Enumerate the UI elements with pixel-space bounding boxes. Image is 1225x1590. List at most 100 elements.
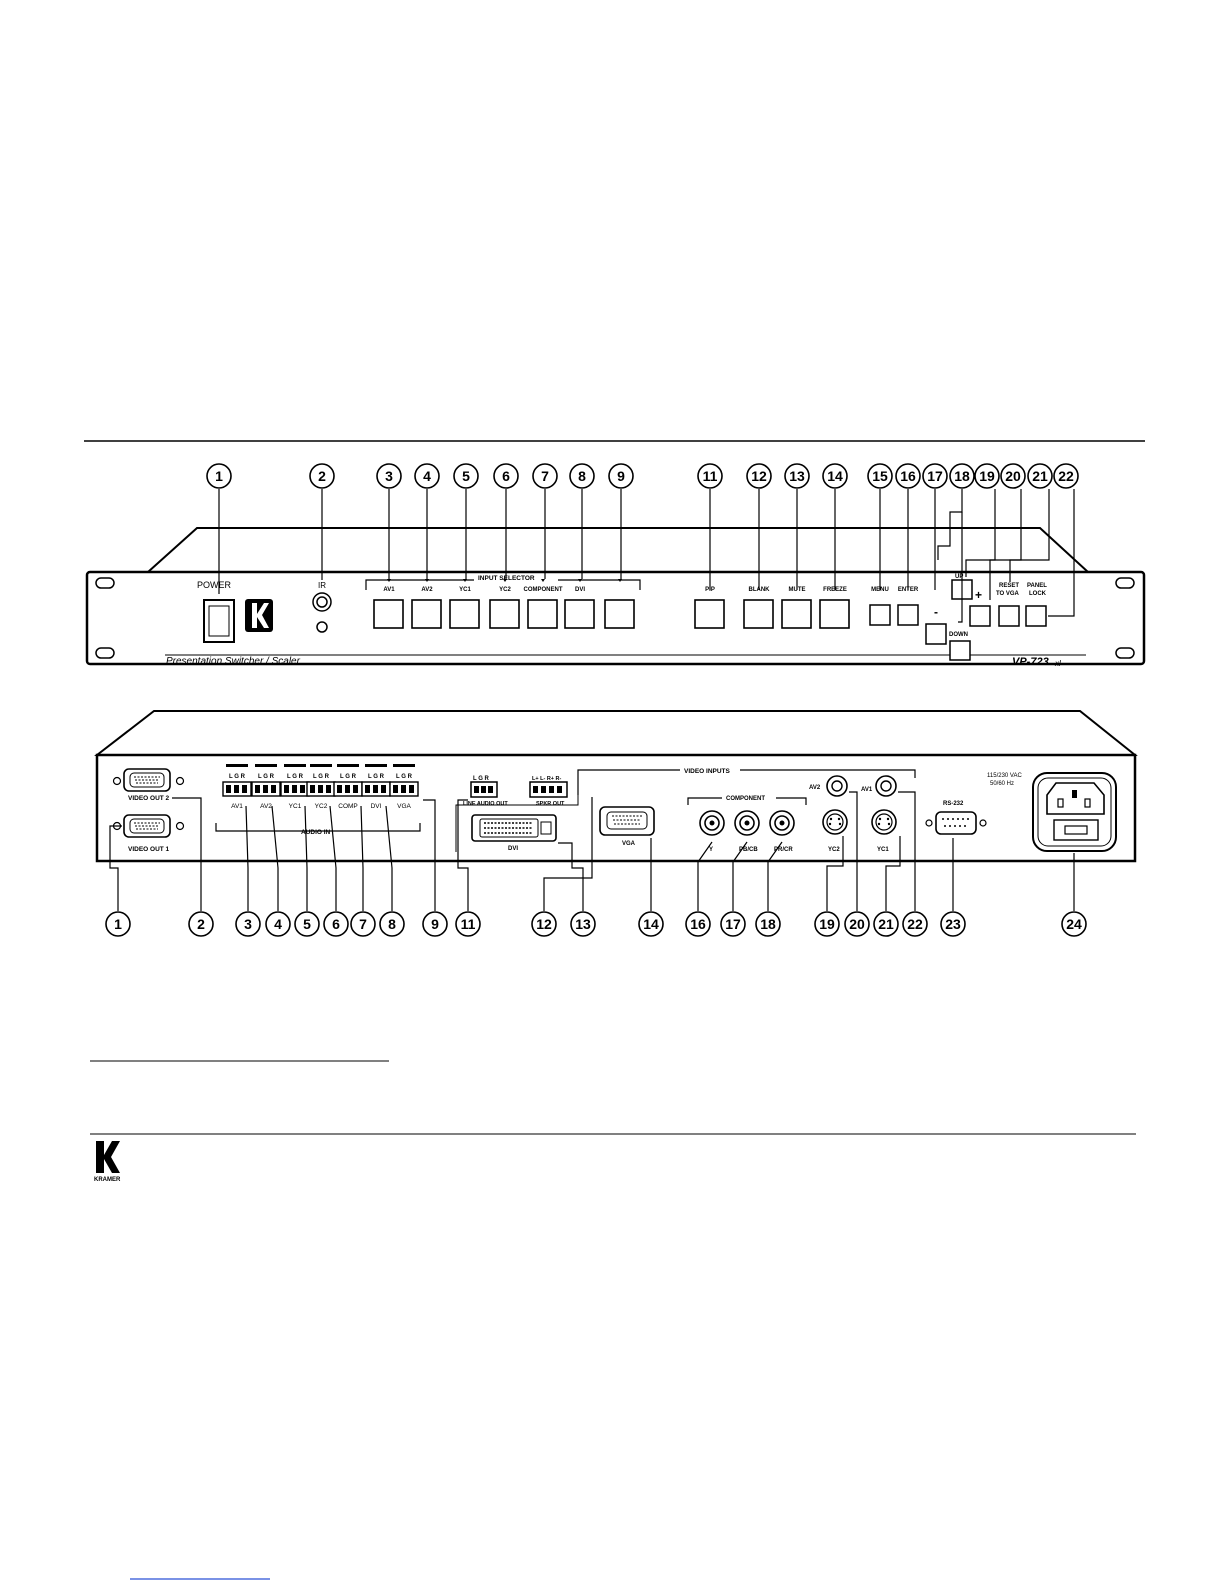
video-out-2-connector[interactable] [112,768,185,792]
terminal-pin [373,785,378,793]
video-out-1-connector[interactable] [112,814,185,838]
minus-button[interactable] [925,623,947,645]
video-inputs-label: VIDEO INPUTS [684,768,731,775]
dvi-connector[interactable] [471,814,557,842]
svideo-yc1[interactable] [871,809,897,835]
down-button[interactable] [949,640,971,661]
callout-circle [922,463,948,489]
pip-button[interactable] [694,599,725,629]
menu-button[interactable] [869,604,891,626]
dvi-label: DVI [508,846,518,852]
terminal-pin [393,785,398,793]
av2-label: AV2 [809,785,821,791]
rs232-connector[interactable] [925,811,987,835]
terminal-bar [284,764,306,767]
leader-line [898,791,916,911]
leader-line [697,841,713,911]
mute-button[interactable] [781,599,812,629]
callout-circle [323,911,349,937]
callout: 6 [493,463,519,489]
input-button-av1[interactable] [373,599,404,629]
rack-ear-slot [1115,647,1135,659]
audio-in-label: AUDIO IN [301,829,331,836]
input-button-dvi[interactable] [564,599,595,629]
button-label: AV1 [383,587,395,593]
lock-label-line1: PANEL [1027,583,1047,589]
enter-button[interactable] [897,604,919,626]
terminal-bar [337,764,359,767]
input-button-av2[interactable] [411,599,442,629]
rack-ear-slot [95,647,115,659]
callout: 13 [784,463,810,489]
callout-number: 8 [388,916,396,932]
line-audio-out-label: LINE AUDIO OUT [463,801,508,807]
rca-pr[interactable] [769,810,795,836]
front-panel-top [145,527,1091,573]
pb-label: PB/CB [739,847,758,853]
rca-y[interactable] [699,810,725,836]
callout-number: 16 [900,468,916,484]
callout-circle [1053,463,1079,489]
callout-circle [493,463,519,489]
terminal-pin [300,785,305,793]
callout-number: 13 [575,916,591,932]
terminal-bar [393,764,415,767]
button-label: YC2 [499,587,511,593]
power-rating-line2: 50/60 Hz [990,781,1014,787]
footer-kramer-logo: KRAMER [94,1141,121,1183]
callout: 13 [570,911,596,937]
callout-number: 14 [827,468,843,484]
function-button-group: PIPBLANKMUTEFREEZE [694,587,850,629]
audio-in-bracket [215,823,421,832]
callout-circle [422,911,448,937]
callout-circle [974,463,1000,489]
vga-in-connector[interactable] [599,806,655,836]
callout-circle [188,911,214,937]
freeze-button[interactable] [819,599,850,629]
terminal-header: L G R [396,774,413,780]
callout-circle [455,911,481,937]
footer-brand-text: KRAMER [94,1177,121,1183]
callout-number: 6 [502,468,510,484]
callout-circle [453,463,479,489]
spkr-out-header: L+ L- R+ R- [532,776,562,782]
spkr-out-terminal[interactable] [529,781,568,798]
panel-lock-button[interactable] [1025,605,1047,627]
composite-av1[interactable] [875,775,897,797]
callout-number: 12 [536,916,552,932]
callout-circle [697,463,723,489]
callout-circle [1027,463,1053,489]
callout: 2 [188,911,214,937]
reset-to-vga-button[interactable] [998,605,1020,627]
arrow-head [425,579,429,582]
terminal-pin [353,785,358,793]
input-button-yc2[interactable] [489,599,520,629]
callout-number: 21 [878,916,894,932]
reset-label-line2: TO VGA [996,591,1020,597]
button-label: AV2 [421,587,433,593]
input-button-yc1[interactable] [449,599,480,629]
callout-circle [608,463,634,489]
blank-button[interactable] [743,599,774,629]
callout-circle [685,911,711,937]
callout-number: 8 [578,468,586,484]
leader-line [958,512,963,623]
arrow-head [618,579,622,582]
plus-button[interactable] [969,605,991,627]
audio-input-label: VGA [397,803,411,810]
input-button-extra[interactable] [604,599,635,629]
input-button-component[interactable] [527,599,558,629]
svideo-yc2[interactable] [822,809,848,835]
callout: 7 [350,911,376,937]
terminal-bar [310,764,332,767]
rca-pb[interactable] [734,810,760,836]
rear-leaders-routed [109,791,1075,911]
composite-av2[interactable] [826,775,848,797]
callout-circle [570,911,596,937]
power-inlet[interactable] [1032,772,1117,852]
callout-number: 4 [423,468,431,484]
